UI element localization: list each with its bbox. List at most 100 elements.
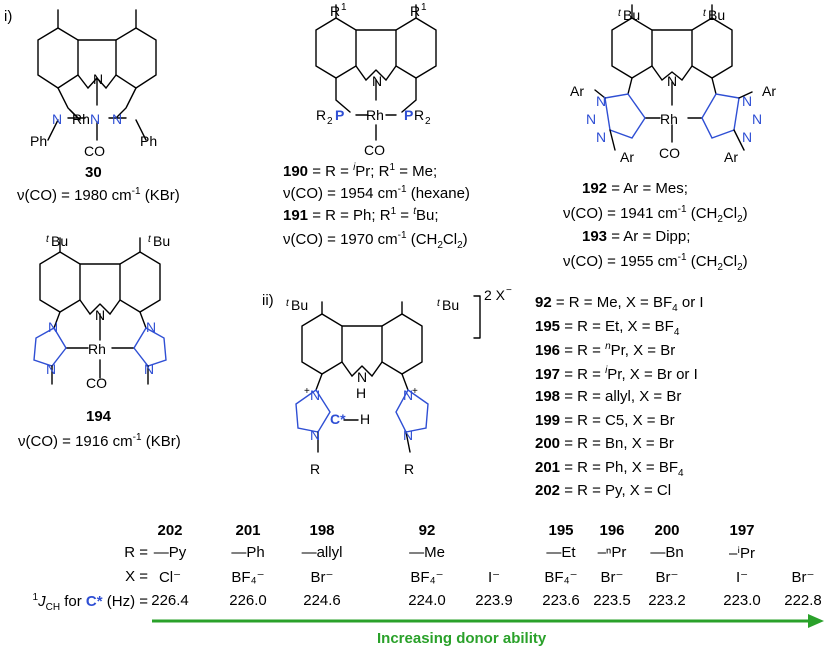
svg-text:Ar: Ar: [762, 83, 776, 99]
svg-text:N: N: [357, 369, 367, 385]
structure-192-193: [611, 4, 733, 143]
salt-list-item: 202 = R = Py, X = Cl: [535, 482, 672, 499]
svg-text:t: t: [46, 234, 50, 245]
arrow-label: Increasing donor ability: [377, 630, 547, 647]
svg-text:CO: CO: [659, 145, 680, 161]
ir-190: ν(CO) = 1954 cm-1 (hexane): [283, 184, 470, 202]
svg-text:N: N: [596, 93, 606, 109]
svg-text:H: H: [356, 385, 366, 401]
svg-text:Bu: Bu: [708, 7, 725, 23]
svg-text:CO: CO: [364, 142, 385, 158]
svg-text:N: N: [112, 111, 122, 127]
ir-191: ν(CO) = 1970 cm-1 (CH2Cl2): [283, 230, 468, 251]
salt-list-item: 200 = R = Bn, X = Br: [535, 435, 674, 452]
svg-text:R: R: [410, 3, 420, 19]
svg-text:CO: CO: [84, 143, 105, 159]
svg-text:N: N: [146, 319, 156, 335]
svg-text:Ar: Ar: [620, 149, 634, 165]
svg-text:2: 2: [327, 116, 333, 127]
triazole-rings: [604, 93, 740, 139]
svg-text:N: N: [752, 111, 762, 127]
svg-text:N: N: [52, 111, 62, 127]
caption-190: 190 = R = iPr; R1 = Me;: [283, 162, 438, 180]
svg-text:R: R: [330, 3, 340, 19]
svg-text:N: N: [48, 319, 58, 335]
imidazolylidene-rings: [33, 327, 167, 367]
salt-list-item: 197 = R = iPr, X = Br or I: [535, 364, 698, 383]
svg-text:2 X: 2 X: [484, 287, 506, 303]
svg-text:Ar: Ar: [724, 149, 738, 165]
svg-text:H: H: [360, 411, 370, 427]
svg-text:N: N: [310, 387, 320, 403]
svg-text:N: N: [95, 307, 105, 323]
svg-text:+: +: [304, 386, 310, 397]
svg-text:Bu: Bu: [291, 297, 308, 313]
ir-192: ν(CO) = 1941 cm-1 (CH2Cl2): [563, 204, 748, 225]
ir-30: ν(CO) = 1980 cm-1 (KBr): [17, 186, 180, 204]
svg-text:N: N: [310, 427, 320, 443]
svg-text:Bu: Bu: [51, 233, 68, 249]
compound-label-30: 30: [85, 164, 102, 181]
salt-list-item: 195 = R = Et, X = BF4: [535, 317, 680, 338]
svg-text:Bu: Bu: [153, 233, 170, 249]
structure-salt: [301, 295, 481, 421]
svg-text:N: N: [667, 73, 677, 89]
svg-text:1: 1: [421, 2, 427, 13]
svg-text:Ar: Ar: [570, 83, 584, 99]
svg-text:R: R: [310, 461, 320, 477]
svg-text:−: −: [506, 285, 512, 296]
svg-text:Rh: Rh: [366, 107, 384, 123]
svg-text:N: N: [742, 129, 752, 145]
svg-text:Rh: Rh: [72, 111, 90, 127]
salt-list-item: 201 = R = Ph, X = BF4: [535, 458, 684, 479]
svg-text:CO: CO: [86, 375, 107, 391]
svg-text:N: N: [403, 427, 413, 443]
svg-text:Bu: Bu: [442, 297, 459, 313]
svg-text:N: N: [372, 73, 382, 89]
ir-194: ν(CO) = 1916 cm-1 (KBr): [18, 432, 181, 450]
caption-191: 191 = R = Ph; R1 = tBu;: [283, 206, 439, 224]
salt-list-item: 198 = R = allyl, X = Br: [535, 388, 682, 405]
svg-text:1: 1: [341, 2, 347, 13]
caption-193: 193 = Ar = Dipp;: [582, 228, 691, 245]
panel-label-ii: ii): [262, 292, 274, 309]
svg-text:P: P: [335, 107, 344, 123]
svg-text:t: t: [148, 234, 152, 245]
svg-text:Bu: Bu: [623, 7, 640, 23]
svg-text:t: t: [618, 8, 622, 19]
svg-text:R: R: [414, 107, 424, 123]
structure-190-191: [315, 4, 437, 141]
svg-text:N: N: [586, 111, 596, 127]
svg-text:P: P: [404, 107, 413, 123]
svg-text:t: t: [437, 298, 441, 309]
svg-text:2: 2: [425, 116, 431, 127]
svg-text:N: N: [596, 129, 606, 145]
svg-text:N: N: [46, 361, 56, 377]
svg-text:Rh: Rh: [660, 111, 678, 127]
salt-list-item: 196 = R = nPr, X = Br: [535, 341, 676, 359]
ir-193: ν(CO) = 1955 cm-1 (CH2Cl2): [563, 252, 748, 273]
svg-text:N: N: [403, 387, 413, 403]
svg-text:R: R: [316, 107, 326, 123]
salt-list-item: 92 = R = Me, X = BF4 or I: [535, 294, 704, 314]
svg-text:N: N: [742, 93, 752, 109]
caption-192: 192 = Ar = Mes;: [582, 180, 688, 197]
svg-text:Ph: Ph: [140, 133, 157, 149]
structure-194: [39, 237, 161, 379]
svg-text:t: t: [286, 298, 290, 309]
svg-text:Ph: Ph: [30, 133, 47, 149]
imidazolium-rings: [295, 388, 429, 433]
svg-text:R: R: [404, 461, 414, 477]
structure-30: [37, 9, 157, 141]
panel-label-i: i): [4, 8, 13, 25]
svg-text:Rh: Rh: [88, 341, 106, 357]
svg-text:+: +: [412, 386, 418, 397]
compound-label-194: 194: [86, 408, 112, 425]
svg-text:C*: C*: [330, 411, 346, 427]
salt-list-item: 199 = R = C5, X = Br: [535, 411, 675, 429]
svg-text:N: N: [144, 361, 154, 377]
svg-text:t: t: [703, 8, 707, 19]
svg-text:N: N: [93, 71, 103, 87]
